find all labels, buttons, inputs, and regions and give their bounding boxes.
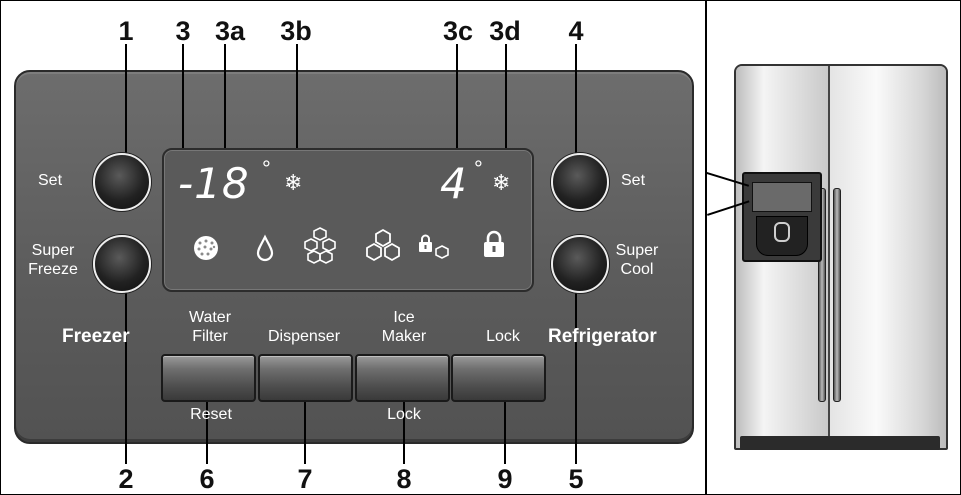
- refrigerator-door: [830, 66, 946, 448]
- ice-maker-button[interactable]: [355, 354, 450, 402]
- ice-maker-lock-label: Lock: [372, 405, 436, 424]
- ice-maker-icon: [364, 228, 402, 264]
- callout-2: 2: [118, 466, 133, 493]
- refrigerator-set-button[interactable]: [551, 153, 609, 211]
- lock-icon: [482, 230, 506, 260]
- freezer-section-label: Freezer: [62, 327, 130, 346]
- freezer-set-label: Set: [38, 171, 62, 190]
- dispenser-button[interactable]: [258, 354, 353, 402]
- ice-maker-lock-icon: [416, 232, 452, 262]
- super-cool-snowflake-icon: ❄: [492, 172, 510, 194]
- callout-3a: 3a: [215, 18, 245, 45]
- leader-3d: [505, 44, 507, 160]
- dispenser-control-panel: [752, 182, 812, 212]
- refrigerator-set-label: Set: [621, 171, 645, 190]
- dispenser-spout: [774, 222, 790, 242]
- leader-5: [575, 288, 577, 464]
- callout-1: 1: [118, 18, 133, 45]
- refrigerator-section-label: Refrigerator: [548, 327, 657, 346]
- leader-3c: [456, 44, 458, 152]
- water-filter-icon: [190, 232, 222, 264]
- freezer-set-button[interactable]: [93, 153, 151, 211]
- freezer-temperature: -18: [178, 163, 250, 205]
- refrigerator-degree-symbol: °: [474, 158, 483, 180]
- leader-3a: [224, 44, 226, 158]
- callout-3d: 3d: [489, 18, 521, 45]
- water-filter-button[interactable]: [161, 354, 256, 402]
- figure-divider: [705, 0, 707, 495]
- water-filter-reset-label: Reset: [176, 405, 246, 424]
- callout-8: 8: [396, 466, 411, 493]
- super-freeze-button[interactable]: [93, 235, 151, 293]
- lock-label: Lock: [468, 327, 538, 346]
- callout-4: 4: [568, 18, 583, 45]
- super-freeze-snowflake-icon: ❄: [284, 172, 302, 194]
- callout-5: 5: [568, 466, 583, 493]
- callout-3c: 3c: [443, 18, 473, 45]
- super-cool-button[interactable]: [551, 235, 609, 293]
- callout-7: 7: [297, 466, 312, 493]
- water-drop-icon: [254, 234, 276, 264]
- lock-button[interactable]: [451, 354, 546, 402]
- ice-cubes-icon: [300, 226, 340, 266]
- callout-6: 6: [199, 466, 214, 493]
- callout-3b: 3b: [280, 18, 312, 45]
- refrigerator-base-grille: [740, 436, 940, 450]
- dispenser-unit: [742, 172, 822, 262]
- freezer-degree-symbol: °: [262, 158, 271, 180]
- leader-1: [125, 44, 127, 166]
- leader-4: [575, 44, 577, 156]
- callout-9: 9: [497, 466, 512, 493]
- leader-2: [125, 288, 127, 464]
- dispenser-label: Dispenser: [258, 327, 350, 346]
- leader-3b: [296, 44, 298, 160]
- refrigerator-door-handle: [833, 188, 841, 402]
- callout-3: 3: [175, 18, 190, 45]
- refrigerator-temperature: 4: [440, 163, 468, 205]
